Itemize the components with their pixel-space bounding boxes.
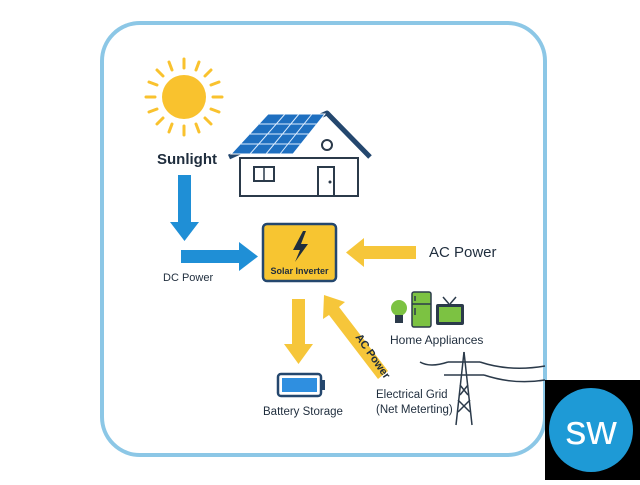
watermark-logo-icon: sw	[549, 388, 633, 472]
sunlight-label: Sunlight	[157, 151, 217, 168]
solar-inverter: Solar Inverter	[261, 222, 338, 283]
sun-icon	[144, 57, 224, 137]
lightning-icon	[293, 231, 308, 262]
inverter-label: Solar Inverter	[270, 266, 329, 276]
electrical-grid-label: Electrical Grid	[376, 389, 448, 401]
ac-power-arrow	[346, 238, 416, 267]
home-appliances-label: Home Appliances	[390, 333, 483, 347]
battery-icon	[276, 372, 325, 398]
television-icon	[436, 296, 464, 325]
light-bulb-icon	[391, 300, 407, 323]
solar-panel-icon	[229, 113, 327, 155]
door-icon	[317, 166, 335, 197]
watermark-text: sw	[565, 406, 617, 453]
grid-ac-arrow	[323, 295, 388, 379]
dc-power-label: DC Power	[163, 272, 213, 284]
ac-power-label: AC Power	[429, 244, 497, 261]
round-window-icon	[321, 139, 333, 151]
watermark-badge: sw	[545, 380, 640, 480]
refrigerator-icon	[411, 291, 432, 328]
sunlight-down-arrow	[170, 175, 199, 241]
house-icon	[227, 110, 372, 197]
net-metering-label: (Net Meterting)	[376, 404, 453, 416]
dc-power-arrow	[181, 242, 258, 271]
battery-down-arrow	[284, 299, 313, 364]
battery-storage-label: Battery Storage	[263, 406, 343, 418]
transmission-tower-icon	[419, 351, 546, 426]
